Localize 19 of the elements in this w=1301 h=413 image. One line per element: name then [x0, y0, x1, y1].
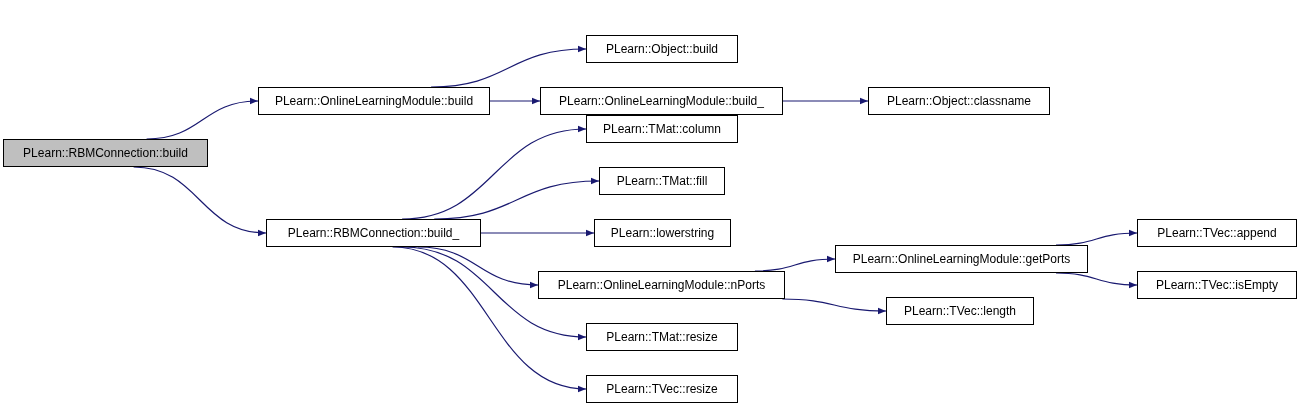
function-box: PLearn::TVec::isEmpty [1137, 271, 1297, 299]
function-box: PLearn::OnlineLearningModule::nPorts [538, 271, 785, 299]
function-box: PLearn::TVec::length [886, 297, 1034, 325]
function-box: PLearn::Object::classname [868, 87, 1050, 115]
function-box: PLearn::TMat::column [586, 115, 738, 143]
function-box: PLearn::RBMConnection::build_ [266, 219, 481, 247]
arrow [480, 229, 595, 237]
function-box: PLearn::TMat::fill [599, 167, 725, 195]
function-box: PLearn::OnlineLearningModule::build [258, 87, 490, 115]
function-box: PLearn::lowerstring [594, 219, 731, 247]
function-box: PLearn::RBMConnection::build [3, 139, 208, 167]
function-box: PLearn::TMat::resize [586, 323, 738, 351]
arrow [782, 97, 869, 105]
function-box: PLearn::OnlineLearningModule::build_ [540, 87, 783, 115]
function-box: PLearn::TVec::resize [586, 375, 738, 403]
arrow [489, 97, 541, 105]
function-box: PLearn::TVec::append [1137, 219, 1297, 247]
function-box: PLearn::OnlineLearningModule::getPorts [835, 245, 1088, 273]
function-box: PLearn::Object::build [586, 35, 738, 63]
